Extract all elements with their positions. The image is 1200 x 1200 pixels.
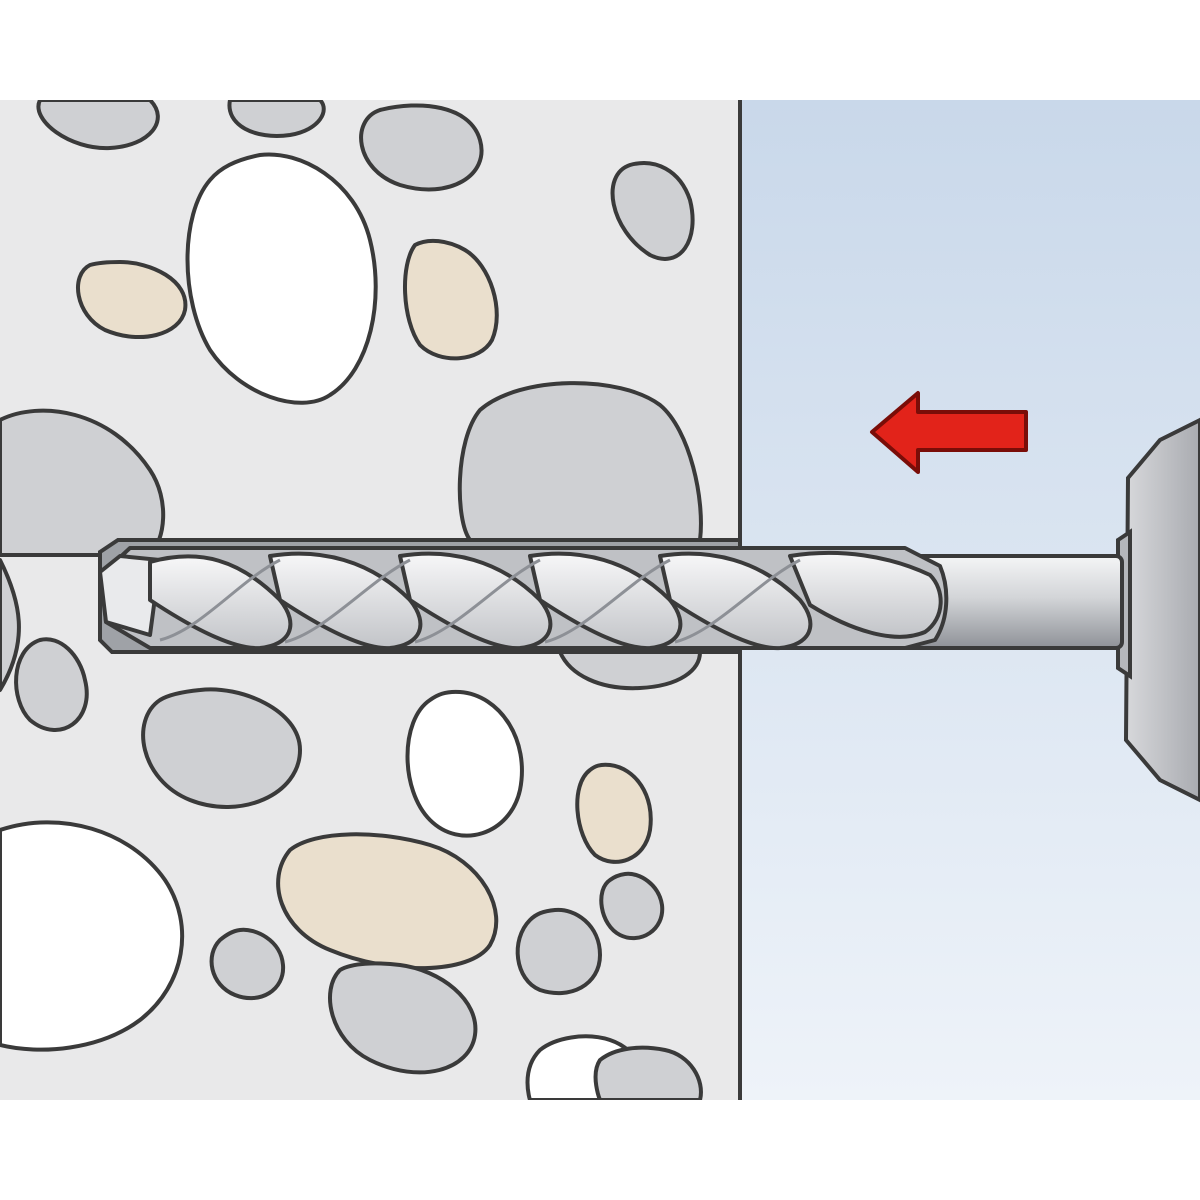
drill-groove [159,558,281,642]
aggregate-stone-gray [14,637,89,732]
drill-groove [414,558,541,644]
drill-bit [98,546,949,651]
drill-chuck [1123,417,1200,803]
aggregate-stone-gray [209,927,286,1001]
aggregate-stones [0,100,703,1100]
aggregate-stone-gray [359,103,484,192]
aggregate-stone-gray [599,871,665,941]
aggregate-stone-white [0,820,185,1052]
aggregate-stone-beige [276,832,499,971]
drill-groove [544,558,671,644]
aggregate-stone-gray [593,1045,703,1100]
aggregate-stone-gray [36,100,160,151]
drill-groove [284,558,411,644]
aggregate-stone-beige [76,260,188,339]
drill-flute [398,551,553,651]
aggregate-stone-gray [457,381,703,542]
drill-flute [268,551,423,651]
aggregate-stone-white [405,689,524,838]
aggregate-stone-gray [141,687,302,809]
aggregate-stone-gray [610,161,695,261]
aggregate-stone-gray [328,961,478,1075]
drill-flute [788,550,943,639]
left-arrow-icon [870,391,1028,474]
aggregate-stone-gray [0,558,21,692]
aggregate-stone-beige [575,762,653,864]
aggregate-stone-beige [402,238,499,361]
drill-flute [528,551,683,651]
aggregate-stone-white [185,152,378,405]
aggregate-stone-gray [515,907,602,996]
drill-groove [674,558,801,644]
aggregate-stone-gray [558,650,702,691]
aggregate-stone-gray [227,100,326,138]
drill-flute [658,551,813,651]
